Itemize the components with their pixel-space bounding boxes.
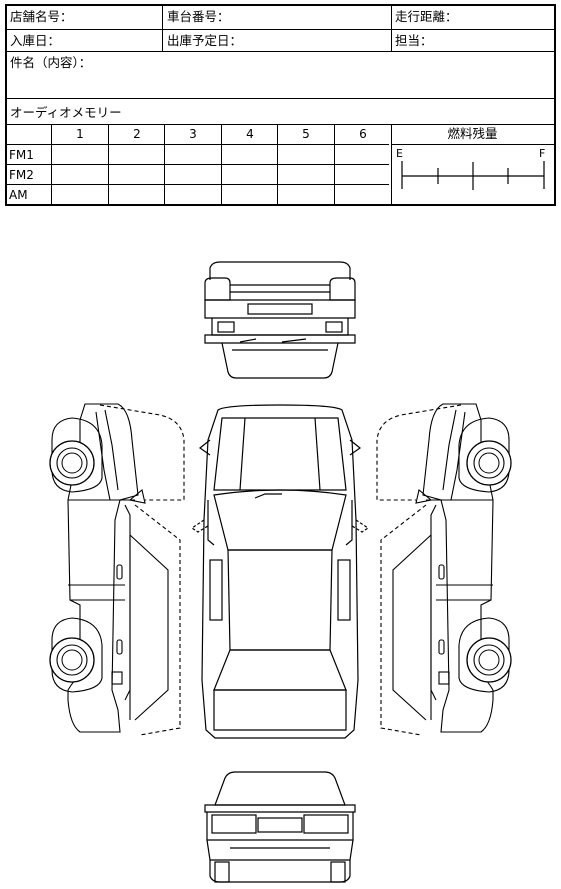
col-divider: [108, 124, 109, 206]
front-view: [204, 261, 356, 379]
preset-column-header: 6: [359, 127, 367, 141]
vehicle-number-label: 車台番号：: [167, 9, 230, 24]
band-row-label: AM: [9, 188, 28, 202]
preset-column-header: 2: [133, 127, 141, 141]
fuel-level-title: 燃料残量: [447, 126, 498, 141]
row-divider: [7, 29, 554, 30]
col-divider: [277, 124, 278, 206]
top-view: [190, 404, 370, 739]
entry-date-label: 入庫日：: [10, 33, 61, 48]
fuel-empty-label: E: [396, 147, 403, 160]
col-divider: [164, 124, 165, 206]
col-divider: [221, 124, 222, 206]
rear-view: [204, 771, 356, 883]
col-divider: [51, 124, 52, 206]
row-divider: [7, 184, 389, 185]
row-divider: [7, 164, 389, 165]
row-divider: [7, 98, 554, 99]
store-name-label: 店舗名号：: [10, 9, 73, 24]
right-side-view: [376, 403, 512, 736]
band-row-label: FM1: [9, 148, 34, 162]
mileage-label: 走行距離：: [395, 9, 458, 24]
left-side-view: [49, 403, 185, 736]
row-divider: [7, 124, 554, 125]
audio-memory-title: オーディオメモリー: [10, 105, 122, 120]
fuel-full-label: F: [539, 147, 546, 160]
col-divider: [162, 6, 163, 51]
preset-column-header: 3: [189, 127, 197, 141]
band-row-label: FM2: [9, 168, 34, 182]
preset-column-header: 5: [302, 127, 310, 141]
row-divider: [7, 144, 389, 145]
inspection-form: 店舗名号： 車台番号： 走行距離： 入庫日： 出庫予定日： 担当： 件名（内容）…: [5, 4, 556, 206]
planned-exit-date-label: 出庫予定日：: [167, 33, 243, 48]
col-divider: [391, 124, 392, 206]
fuel-gauge: [401, 161, 545, 190]
row-divider: [7, 51, 554, 52]
col-divider: [334, 124, 335, 206]
subject-label: 件名（内容）：: [10, 55, 92, 70]
preset-column-header: 4: [246, 127, 254, 141]
col-divider: [391, 6, 392, 51]
row-divider: [391, 144, 554, 145]
staff-label: 担当：: [395, 33, 433, 48]
preset-column-header: 1: [76, 127, 84, 141]
